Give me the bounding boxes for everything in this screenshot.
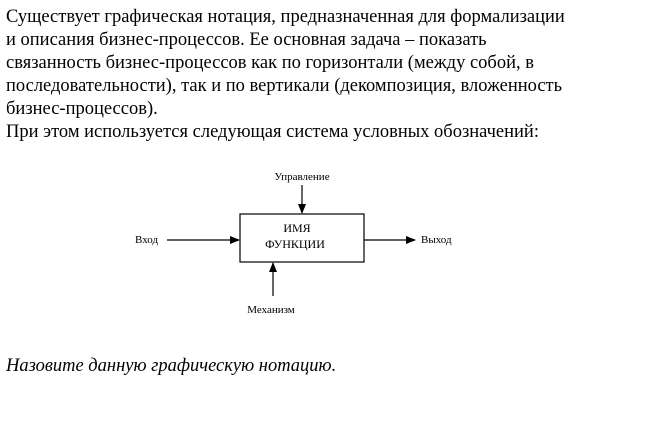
box-label-line2: ФУНКЦИИ <box>265 237 325 251</box>
function-box <box>239 213 365 263</box>
intro-line: бизнес-процессов). <box>6 99 158 119</box>
box-label-line1: ИМЯ <box>283 221 310 235</box>
input-label: Вход <box>135 234 158 246</box>
intro-line: последовательности), так и по вертикали … <box>6 76 563 96</box>
intro-line: Существует графическая нотация, предназн… <box>6 7 565 27</box>
question-text: Назовите данную графическую нотацию. <box>6 356 337 376</box>
intro-line: связанность бизнес-процессов как по гори… <box>6 53 534 73</box>
intro-text: Существует графическая нотация, предназн… <box>6 6 646 144</box>
intro-line: При этом используется следующая система … <box>6 122 539 142</box>
output-label: Выход <box>421 234 452 246</box>
control-label: Управление <box>274 171 329 183</box>
mechanism-label: Механизм <box>247 304 295 316</box>
intro-line: и описания бизнес-процессов. Ее основная… <box>6 30 487 50</box>
